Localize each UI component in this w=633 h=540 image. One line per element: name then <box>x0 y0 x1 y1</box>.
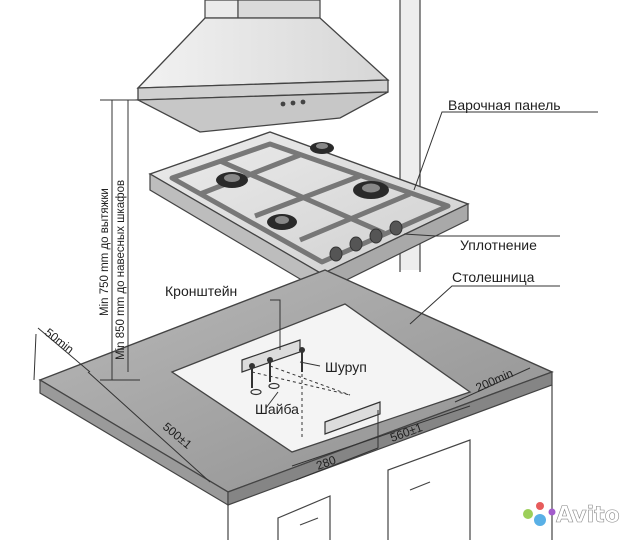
screw-icon <box>249 363 255 388</box>
hood-button-icon <box>300 99 306 105</box>
burner-icon <box>216 172 248 188</box>
countertop <box>38 269 554 507</box>
leader-lines <box>265 111 598 409</box>
mounting-bracket <box>241 339 381 435</box>
knob-icon <box>349 236 363 252</box>
burner-icon <box>267 214 297 230</box>
knob-icon <box>369 228 383 244</box>
label-washer: Шайба <box>255 401 299 417</box>
washer-icon <box>268 382 280 390</box>
burner-icon <box>353 181 389 199</box>
washer-icon <box>250 388 262 396</box>
gas-hob <box>148 131 470 294</box>
hob-grate <box>169 141 451 265</box>
knob-icon <box>329 246 343 262</box>
label-hob: Варочная панель <box>448 97 561 113</box>
label-seal: Уплотнение <box>460 237 537 253</box>
label-countertop: Столешница <box>452 269 535 285</box>
range-hood <box>135 0 390 133</box>
dim-vertical-cabinets: Min 850 mm до навесных шкафов <box>115 180 127 360</box>
burner-icon <box>310 142 334 154</box>
knob-icon <box>389 220 403 236</box>
dimension-lines <box>33 99 531 483</box>
watermark-text: Avito <box>556 503 620 528</box>
label-bracket: Кронштейн <box>165 283 237 299</box>
dim-vertical-hood: Min 750 mm до вытяжки <box>99 188 111 316</box>
label-screw: Шуруп <box>325 359 367 375</box>
countertop-cutout <box>170 303 472 453</box>
hood-button-icon <box>290 100 296 106</box>
hood-button-icon <box>280 101 286 107</box>
screw-icon <box>267 357 273 382</box>
dim-half-width: 280 <box>314 453 338 473</box>
dashed-guides <box>251 356 351 440</box>
avito-watermark: Avito <box>523 502 620 528</box>
